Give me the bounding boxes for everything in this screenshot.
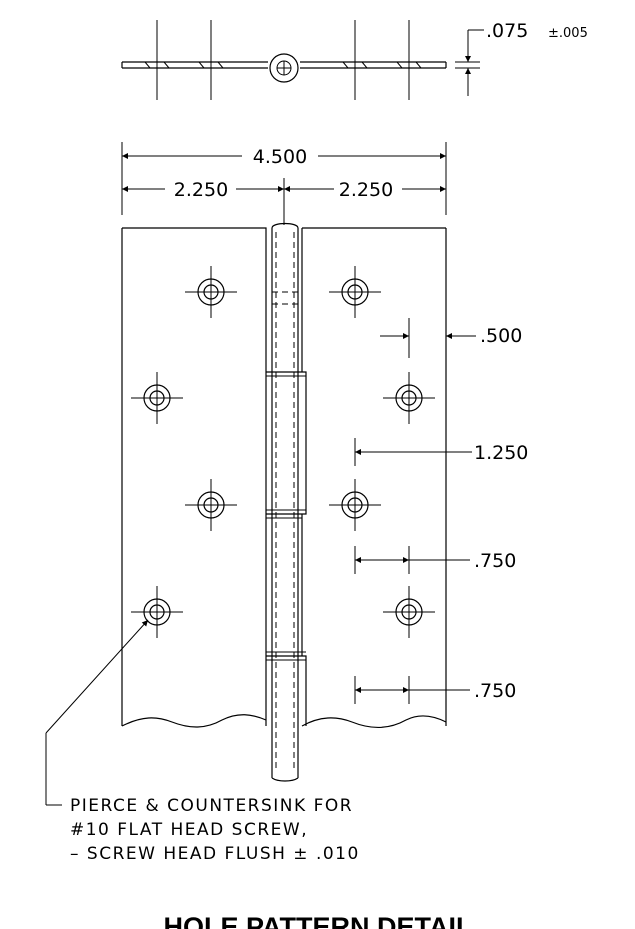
thickness-tolerance: ±.005: [548, 26, 588, 41]
note-line-2: #10 FLAT HEAD SCREW,: [70, 820, 308, 840]
hole-icon: [329, 479, 381, 531]
note-line-1: PIERCE & COUNTERSINK FOR: [70, 796, 353, 816]
edge-offset-label: .500: [480, 325, 522, 347]
hole-icon: [185, 266, 237, 318]
half-right-label: 2.250: [339, 179, 393, 201]
top-dimensions: 4.500 2.250 2.250: [121, 142, 447, 225]
hole-icon: [131, 372, 183, 424]
hole-pattern: [131, 266, 435, 638]
thickness-dimension: .075 ±.005: [455, 20, 588, 96]
hole-icon: [185, 479, 237, 531]
note-line-3: – SCREW HEAD FLUSH ± .010: [70, 844, 360, 864]
hole-icon: [383, 372, 435, 424]
drawing-title: HOLE PATTERN DETAIL: [164, 912, 473, 929]
edge-view: [121, 20, 447, 100]
spacing-1-label: .750: [474, 550, 516, 572]
hole-icon: [131, 586, 183, 638]
thickness-value: .075: [486, 20, 528, 42]
countersink-note: PIERCE & COUNTERSINK FOR #10 FLAT HEAD S…: [45, 619, 360, 864]
hole-icon: [383, 586, 435, 638]
hole-icon: [329, 266, 381, 318]
overall-width-label: 4.500: [253, 146, 307, 168]
inner-offset-label: 1.250: [474, 442, 528, 464]
half-left-label: 2.250: [174, 179, 228, 201]
right-dimensions: .500 1.250 .750 .750: [354, 318, 528, 704]
spacing-2-label: .750: [474, 680, 516, 702]
hinge-plan: [121, 222, 447, 782]
